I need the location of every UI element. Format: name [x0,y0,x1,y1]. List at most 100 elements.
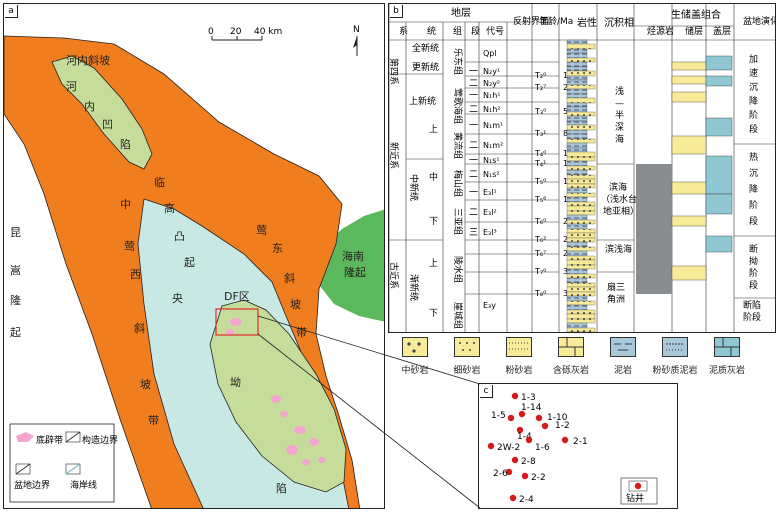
lith-layer [566,61,588,68]
legend-structure-label: 构造边界 [82,434,118,446]
reflector-cell: T₅⁶ [534,195,546,204]
map-panel: a 0 20 [3,3,385,509]
lith-layer [566,115,588,122]
series-column: 全新统 更新统 上新统 中新统 渐新统 上 中 下 上 下 [408,42,439,319]
lith-layer [566,322,588,329]
lith-layer [566,201,596,207]
reflector-cell: T₆⁷ [534,249,546,258]
svg-text:嵩: 嵩 [10,264,21,277]
lith-layer [566,106,588,113]
lith-layer [566,169,588,176]
lith-layer [566,295,588,302]
member-cell: 一 [469,156,478,166]
lith-layer [566,196,588,203]
legend-medium-sand: 中砂岩 [393,335,437,379]
svg-text:莺: 莺 [256,224,267,237]
reflector-cell: T₇⁰ [534,267,546,276]
lith-layer [566,102,588,108]
well-legend: 钻井 [620,477,658,505]
well-point [511,456,519,464]
henei-depression-label: 河 内 凹 陷 [66,80,131,151]
svg-text:阶: 阶 [749,109,758,121]
lith-layer [566,250,588,257]
svg-text:西: 西 [130,268,141,281]
lithology-column [566,39,596,332]
svg-text:凹: 凹 [102,118,113,131]
hainan-uplift-label: 海南 隆起 [342,249,366,279]
svg-text:东: 东 [272,242,283,255]
svg-text:（浅水台: （浅水台 [601,193,637,205]
member-cell: 二 [469,105,478,115]
svg-text:段: 段 [749,123,758,135]
reflector-cell: T₄¹ [534,159,546,168]
lith-layer [566,75,588,81]
north-label: N [353,25,360,35]
lith-layer [566,174,596,180]
svg-text:半: 半 [615,109,624,121]
lith-layer [566,286,596,293]
svg-text:速: 速 [749,68,758,79]
svg-text:古近系: 古近系 [389,262,400,289]
svg-text:隆: 隆 [10,293,21,307]
well-label: 1-5 [491,411,506,421]
code-cell: N₁m¹ [483,121,503,130]
lith-layer [566,277,588,284]
code-cell: E₃y [483,301,496,310]
lith-layer [566,255,596,261]
lith-layer [566,66,588,72]
lith-layer [566,192,596,198]
well-label: 1-2 [555,421,570,431]
svg-text:断陷: 断陷 [743,299,761,311]
header-reservoir: 储层 [685,25,703,37]
header-facies: 沉积相 [604,16,634,29]
linggao-uplift-label: 临 高 凸 起 [154,175,195,269]
well-label: 2-4 [519,495,534,505]
well-point [509,494,517,502]
lith-layer [566,93,588,99]
svg-text:渐新统: 渐新统 [408,274,420,301]
well-label: 1-10 [547,413,568,423]
legend-mudstone: 泥岩 [601,335,645,379]
scale-tick-0: 0 [208,27,214,37]
lith-layer [566,52,588,59]
zhong-label: 中 [120,198,131,211]
svg-text:黄流组: 黄流组 [452,132,464,159]
map-legend: 底辟带 构造边界 盆地边界 海岸线 [9,423,118,503]
panel-label-a: a [5,5,18,18]
svg-text:阶: 阶 [749,267,758,279]
svg-text:坡: 坡 [140,378,151,391]
xian-label: 陷 [276,481,287,495]
reflector-cell: T₂⁰ [534,71,546,80]
lith-layer [566,237,596,243]
lith-layer [566,214,588,221]
member-cell: 一 [469,121,478,131]
svg-text:阶段: 阶段 [743,311,761,323]
well-point [518,410,526,418]
well-point [487,442,495,450]
svg-text:斜: 斜 [284,272,295,285]
svg-text:拗: 拗 [749,255,758,267]
well-point [511,392,519,400]
lith-layer [566,111,596,117]
svg-text:滨海: 滨海 [609,181,627,193]
svg-text:上: 上 [429,258,438,269]
code-cell: N₁m² [483,141,503,150]
svg-text:凸: 凸 [174,230,185,243]
svg-text:热: 热 [749,151,758,163]
well-point [516,426,524,434]
lith-layer [566,88,588,95]
svg-text:段: 段 [749,279,758,291]
header-fanshe: 反射界面 [513,15,549,27]
lith-layer [566,300,596,306]
svg-text:海南: 海南 [342,249,364,263]
svg-text:乐东组: 乐东组 [452,48,464,75]
code-cell: N₂y² [483,79,500,88]
lith-layer [566,147,588,153]
svg-text:带: 带 [296,326,307,339]
lith-layer [566,48,588,54]
df-zone-label: DF区 [224,290,250,303]
legend-argillaceous-limestone: 泥质灰岩 [705,335,749,379]
lith-layer [566,165,596,171]
svg-text:段: 段 [749,215,758,227]
